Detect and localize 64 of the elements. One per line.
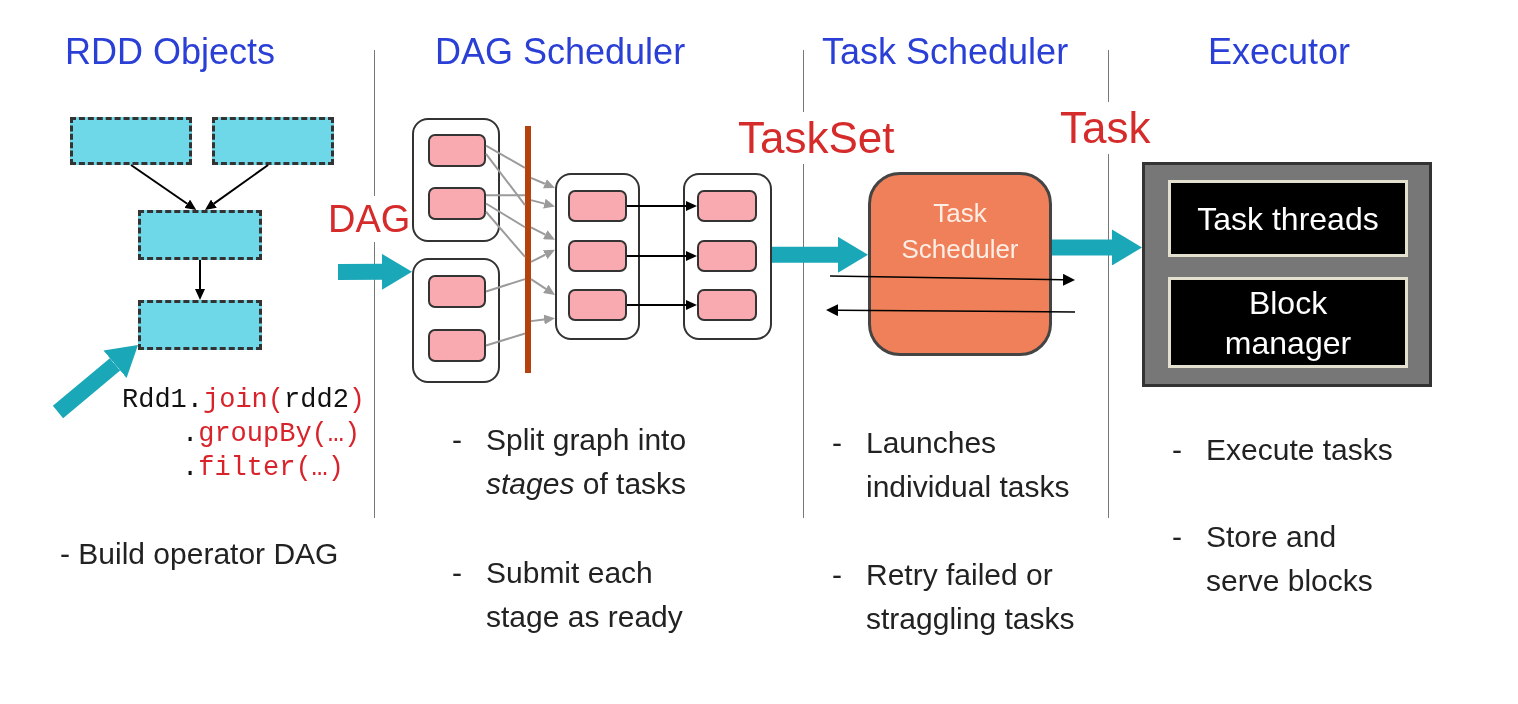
connector-line xyxy=(485,152,526,207)
column-heading: Task Scheduler xyxy=(822,30,1069,74)
stage-box xyxy=(412,118,500,242)
bullet-point: - Retry failed or straggling tasks xyxy=(832,557,1076,637)
scheduler-box xyxy=(868,172,1052,356)
arrow xyxy=(530,314,555,325)
edge-label: Task xyxy=(1060,102,1151,154)
executor-panel xyxy=(1142,162,1432,387)
task-box xyxy=(696,239,757,272)
arrow xyxy=(204,164,270,210)
code-snippet: Rdd1.join(rdd2) .groupBy(…) .filter(…) xyxy=(122,384,367,485)
bullet-point: - Launches individual tasks xyxy=(832,425,1071,505)
executor-component xyxy=(1168,180,1408,257)
arrow xyxy=(626,251,697,261)
block-arrow xyxy=(772,236,868,273)
task-box xyxy=(427,274,486,308)
task-box xyxy=(427,186,486,220)
edge-label: DAG xyxy=(328,196,411,242)
block-arrow xyxy=(337,253,412,290)
connector-line xyxy=(485,194,526,197)
block-arrow xyxy=(52,345,138,419)
executor-component xyxy=(1168,277,1408,368)
arrow xyxy=(195,259,205,300)
node-title: Task Scheduler xyxy=(900,197,1020,266)
column-heading: DAG Scheduler xyxy=(435,30,686,74)
arrow xyxy=(530,176,555,189)
task-box xyxy=(696,288,757,321)
arrow xyxy=(130,164,197,210)
stage-box xyxy=(555,173,640,340)
task-box xyxy=(567,288,627,321)
arrow xyxy=(530,249,555,263)
task-box xyxy=(696,189,757,222)
connector-line xyxy=(485,210,526,258)
bullet-point: - Execute tasks xyxy=(1172,432,1394,468)
arrow xyxy=(626,201,697,211)
component-label: Block manager xyxy=(1223,283,1353,363)
arrow xyxy=(530,198,555,209)
edge-label: TaskSet xyxy=(738,112,895,164)
bullet-point: - Build operator DAG xyxy=(60,536,339,572)
arrow xyxy=(626,300,697,310)
task-box xyxy=(427,328,486,362)
arrow xyxy=(530,226,555,240)
task-box xyxy=(567,239,627,272)
stage-box xyxy=(412,258,500,383)
connector-line xyxy=(485,332,526,347)
block-arrow xyxy=(1052,229,1142,266)
connector-line xyxy=(485,202,526,229)
rdd-box xyxy=(212,117,334,165)
bullet-point: - Submit each stage as ready xyxy=(452,555,684,635)
bullet-point: - Store and serve blocks xyxy=(1172,519,1374,599)
bullet-point: - Split graph into stages of tasks xyxy=(452,422,688,502)
rdd-box xyxy=(70,117,192,165)
stage-boundary-bar xyxy=(525,126,531,373)
rdd-box xyxy=(138,300,262,350)
connector-line xyxy=(485,144,526,169)
stage-box xyxy=(683,173,772,340)
task-box xyxy=(567,189,627,222)
component-label: Task threads xyxy=(1196,199,1380,239)
column-heading: Executor xyxy=(1208,30,1351,74)
rdd-box xyxy=(138,210,262,260)
task-box xyxy=(427,133,486,167)
column-heading: RDD Objects xyxy=(65,30,276,74)
arrow xyxy=(530,278,555,295)
connector-line xyxy=(485,278,526,293)
